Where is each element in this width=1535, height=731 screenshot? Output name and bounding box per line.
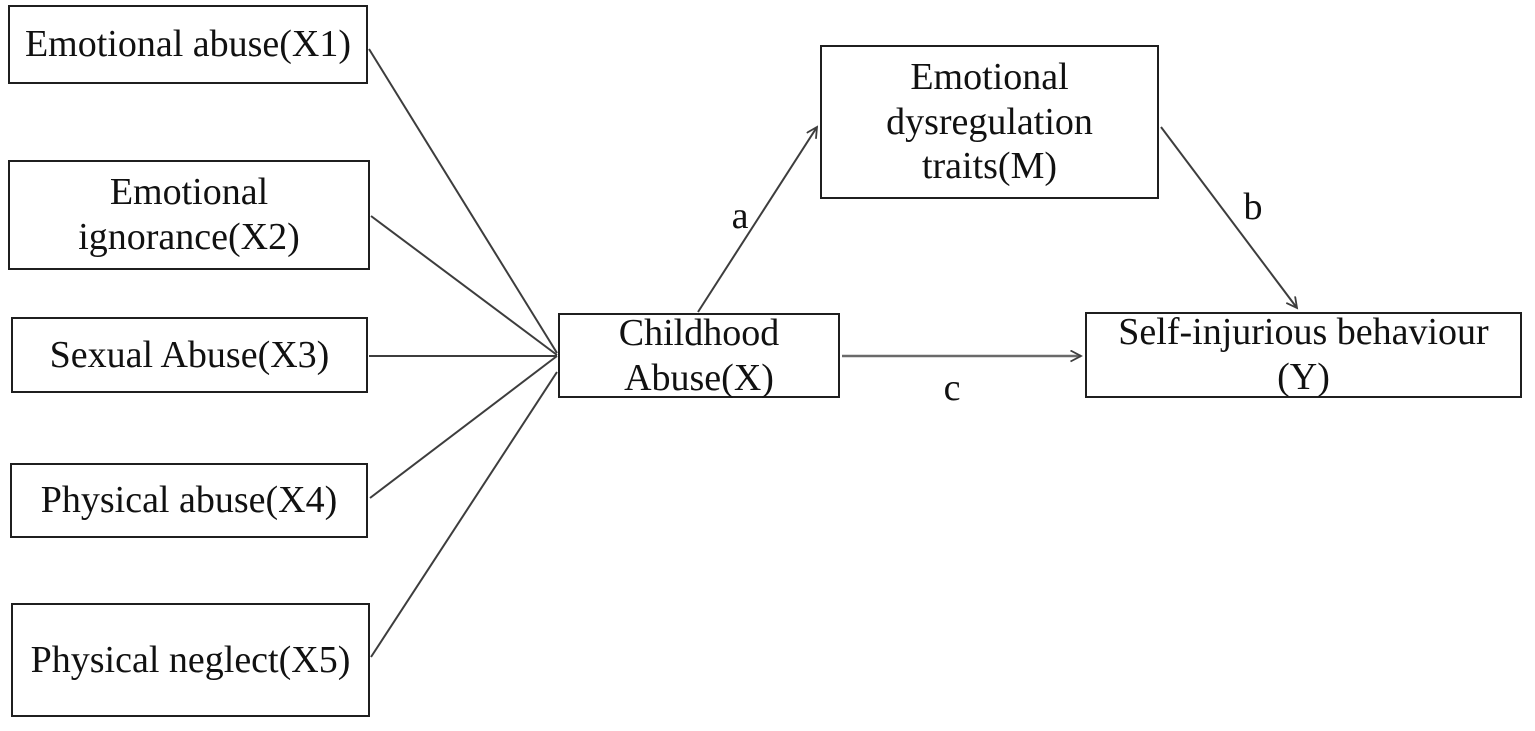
node-emotional-ignorance-x2: Emotional ignorance(X2): [8, 160, 370, 270]
node-label-line: Emotional: [910, 55, 1069, 98]
edge-x1-to-x: [368, 48, 558, 354]
node-emotional-dysregulation-m: Emotional dysregulation traits(M): [820, 45, 1159, 199]
node-childhood-abuse-x: Childhood Abuse(X): [558, 311, 840, 399]
node-label-line: Sexual Abuse(X3): [49, 333, 330, 376]
node-label-line: Physical neglect(X5): [30, 638, 351, 681]
edge-b-m-to-y: [1160, 126, 1297, 308]
node-physical-neglect-x5: Physical neglect(X5): [11, 603, 370, 717]
node-label-line: Emotional abuse(X1): [24, 23, 352, 66]
node-label-line: (Y): [1277, 356, 1330, 398]
path-label-b: b: [1243, 186, 1263, 228]
edge-x5-to-x: [370, 371, 558, 658]
node-label-line: Abuse(X): [624, 356, 774, 399]
node-label-line: dysregulation: [886, 100, 1093, 143]
node-label-line: Self-injurious behaviour: [1118, 311, 1489, 354]
edge-a-x-to-m: [697, 127, 817, 313]
node-sexual-abuse-x3: Sexual Abuse(X3): [11, 317, 368, 393]
node-label-line: Physical abuse(X4): [40, 479, 338, 522]
node-label-line: Childhood: [618, 311, 780, 354]
node-emotional-abuse-x1: Emotional abuse(X1): [8, 5, 368, 84]
edge-x2-to-x: [370, 215, 558, 356]
path-label-c: c: [943, 367, 961, 409]
edge-x4-to-x: [369, 355, 558, 499]
node-physical-abuse-x4: Physical abuse(X4): [10, 463, 368, 538]
node-label-line: ignorance(X2): [78, 216, 300, 258]
node-label-line: Emotional: [109, 171, 269, 214]
node-label-line: traits(M): [921, 145, 1058, 188]
node-self-injurious-behaviour-y: Self-injurious behaviour (Y): [1085, 311, 1522, 398]
path-label-a: a: [731, 195, 749, 237]
